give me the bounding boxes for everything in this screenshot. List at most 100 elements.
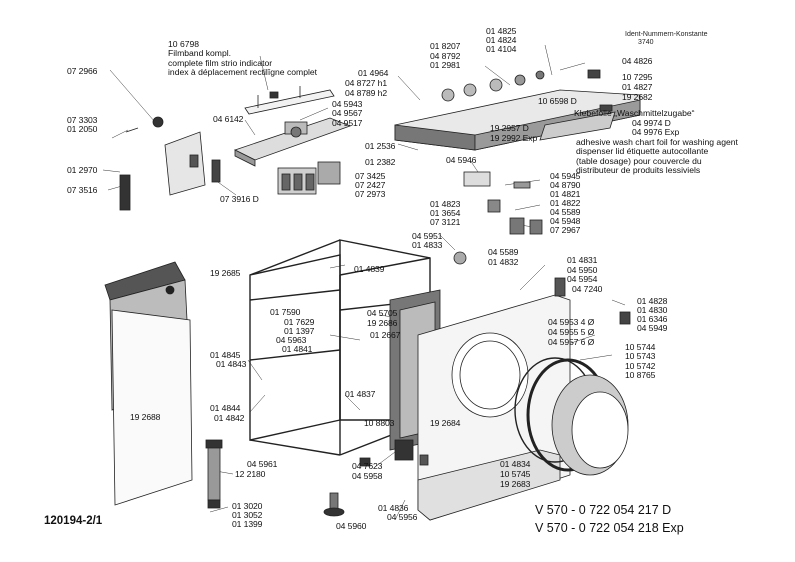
part-label: 04 5953 4 Ø [548, 317, 595, 327]
hinge-parts [359, 277, 631, 467]
part-label: 07 3303 [67, 115, 98, 125]
part-label: 19 2682 [622, 92, 653, 102]
klebefolie-description: Klebefolie „Waschmittelzugabe“ [574, 108, 695, 118]
part-label: 01 4823 [430, 199, 461, 209]
part-label: 04 5705 [367, 308, 398, 318]
part-label: 04 9517 [332, 118, 363, 128]
part-label: 04 9974 D [632, 118, 671, 128]
part-label: 01 2382 [365, 157, 396, 167]
part-label: 04 5951 [412, 231, 443, 241]
part-label: 04 8789 h2 [345, 88, 388, 98]
part-label: 01 4825 [486, 26, 517, 36]
part-label: 04 5961 [247, 459, 278, 469]
part-label: 19 2684 [430, 418, 461, 428]
part-label: 01 4841 [282, 344, 313, 354]
part-label: 04 5955 5 Ø [548, 327, 595, 337]
part-label: 04 8727 h1 [345, 78, 388, 88]
control-panel-chassis-part [233, 117, 352, 167]
switch-block-part [277, 161, 341, 195]
part-label: 04 5948 [550, 216, 581, 226]
part-label: 01 4844 [210, 403, 241, 413]
filmband-line: Filmband kompl. [168, 48, 232, 59]
top-cover-part [394, 89, 641, 151]
part-label: 04 5963 [276, 335, 307, 345]
klebefolie-line: Klebefolie „Waschmittelzugabe“ [574, 108, 695, 118]
part-label: 01 3654 [430, 208, 461, 218]
part-label: 10 5745 [500, 469, 531, 479]
filmband-description: 10 6798 Filmband kompl. complete film st… [168, 39, 318, 78]
part-label: 01 7590 [270, 307, 301, 317]
part-label: 07 3121 [430, 217, 461, 227]
part-label: 01 2050 [67, 124, 98, 134]
part-label: 04 7623 [352, 461, 383, 471]
model-line-exp: V 570 - 0 722 054 218 Exp [535, 521, 684, 535]
part-label: 01 4830 [637, 305, 668, 315]
part-label: 19 2688 [130, 412, 161, 422]
part-label: 01 4822 [550, 198, 581, 208]
part-label: 19 2685 [210, 268, 241, 278]
interlock-part [211, 159, 221, 183]
ident-label: Ident-Nummern-Konstante [625, 31, 708, 38]
foot-part [323, 492, 345, 517]
part-label: 04 7240 [572, 284, 603, 294]
part-label: 01 4828 [637, 296, 668, 306]
part-label: 04 5943 [332, 99, 363, 109]
part-label: 07 2966 [67, 66, 98, 76]
part-label: 10 5744 [625, 342, 656, 352]
part-label: 01 4836 [378, 503, 409, 513]
part-label: 01 2536 [365, 141, 396, 151]
part-label: 10 5743 [625, 351, 656, 361]
part-label: 19 2957 D [490, 123, 529, 133]
part-label: 01 4104 [486, 44, 517, 54]
part-label: 01 7629 [284, 317, 315, 327]
part-label: 04 4826 [622, 56, 653, 66]
part-label: 01 4821 [550, 189, 581, 199]
part-label: 01 4845 [210, 350, 241, 360]
part-label: 01 4833 [412, 240, 443, 250]
model-line-d: V 570 - 0 722 054 217 D [535, 503, 672, 517]
part-label: 04 5945 [550, 171, 581, 181]
part-label: 19 2686 [367, 318, 398, 328]
part-label: 01 4831 [567, 255, 598, 265]
frame-part [249, 239, 431, 456]
part-label: 07 3425 [355, 171, 386, 181]
part-label: 04 5958 [352, 471, 383, 481]
klebefolie-line: dispenser lid étiquette autocollante [576, 146, 709, 157]
part-label: 01 4964 [358, 68, 389, 78]
part-label: 07 2967 [550, 225, 581, 235]
part-label: 01 1397 [284, 326, 315, 336]
part-label: 04 5589 [550, 207, 581, 217]
side-bracket-part [164, 131, 206, 196]
klebefolie-description-2: adhesive wash chart foil for washing age… [576, 137, 738, 176]
ident-value: 3740 [638, 39, 654, 46]
top-buttons-part [441, 69, 613, 112]
drawing-id: 120194-2/1 [44, 515, 103, 527]
part-label: 10 8803 [364, 418, 395, 428]
part-label: 19 2992 Exp [490, 133, 538, 143]
klebefolie-line: adhesive wash chart foil for washing age… [576, 137, 738, 147]
part-label: 01 4843 [216, 359, 247, 369]
part-label: 04 5954 [567, 274, 598, 284]
side-panel-part [111, 309, 193, 506]
part-label: 12 2180 [235, 469, 266, 479]
part-label: 04 9567 [332, 108, 363, 118]
part-label: 01 4842 [214, 413, 245, 423]
klebefolie-line: (table dosage) pour couvercle du [576, 155, 702, 166]
dispenser-parts [453, 171, 543, 265]
part-label: 07 3516 [67, 185, 98, 195]
part-label: 01 1399 [232, 519, 263, 529]
knob-part [125, 116, 164, 133]
part-label: 07 2973 [355, 189, 386, 199]
part-label: 01 2981 [430, 60, 461, 70]
part-label: 01 4839 [354, 264, 385, 274]
filmband-line: index à déplacement rectilîgne complet [168, 67, 318, 78]
part-label: 01 8207 [430, 41, 461, 51]
part-label: 01 4834 [500, 459, 531, 469]
part-label: 01 4827 [622, 82, 653, 92]
part-label: 01 4837 [345, 389, 376, 399]
part-label: 04 9976 Exp [632, 127, 680, 137]
part-label: 10 7295 [622, 72, 653, 82]
part-label: 04 8790 [550, 180, 581, 190]
part-label: 04 5960 [336, 521, 367, 531]
